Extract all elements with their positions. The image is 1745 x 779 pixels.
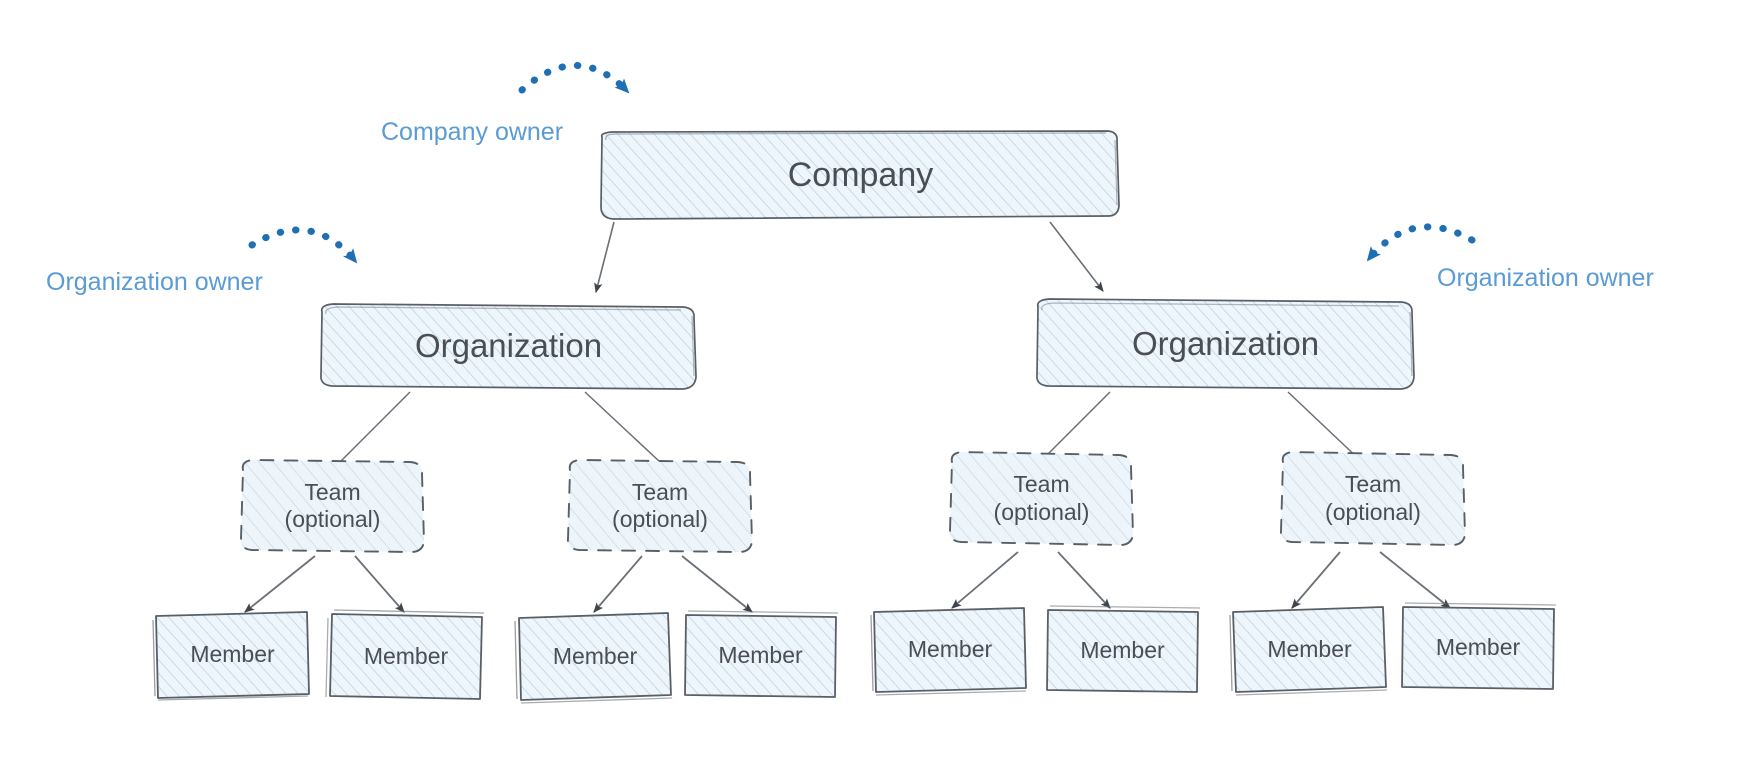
connector-team-2-to-member-4 [681, 555, 753, 613]
connector-team-1-to-member-2 [354, 555, 405, 613]
connector-team-3-to-member-5 [951, 551, 1019, 609]
connector-org-right-to-team-3 [1039, 391, 1111, 463]
connector-org-left-to-team-1 [339, 391, 411, 463]
annotation-label-organization-owner-left: Organization owner [46, 268, 263, 296]
node-company[interactable] [600, 130, 1120, 220]
annotation-arrow-company-owner [518, 62, 632, 96]
node-member-3[interactable] [514, 612, 673, 704]
annotation-label-organization-owner-right: Organization owner [1437, 264, 1654, 292]
connector-team-1-to-member-1 [244, 555, 316, 613]
node-member-4[interactable] [684, 610, 839, 698]
node-member-8[interactable] [1401, 602, 1557, 690]
connector-team-4-to-member-8 [1379, 551, 1451, 609]
node-team-2[interactable] [567, 459, 753, 553]
node-organization-left[interactable] [320, 303, 697, 390]
connector-company-to-org-left [594, 221, 615, 294]
node-member-1[interactable] [152, 611, 310, 701]
node-team-3[interactable] [949, 451, 1134, 546]
annotation-label-company-owner: Company owner [381, 118, 564, 146]
connector-team-2-to-member-3 [593, 555, 643, 613]
node-team-1[interactable] [240, 459, 425, 553]
connector-team-4-to-member-7 [1291, 551, 1341, 609]
node-member-2[interactable] [325, 609, 485, 700]
node-organization-right[interactable] [1036, 298, 1415, 390]
connector-company-to-org-right [1049, 221, 1104, 292]
annotation-arrow-organization-owner-left [248, 226, 360, 266]
node-member-7[interactable] [1229, 606, 1388, 696]
connector-org-left-to-team-2 [584, 391, 661, 463]
node-member-5[interactable] [870, 607, 1027, 696]
node-team-4[interactable] [1280, 451, 1466, 546]
connector-org-right-to-team-4 [1287, 391, 1363, 463]
connector-team-3-to-member-6 [1057, 551, 1111, 609]
annotation-arrow-organization-owner-right [1364, 223, 1476, 264]
node-member-6[interactable] [1046, 605, 1201, 693]
